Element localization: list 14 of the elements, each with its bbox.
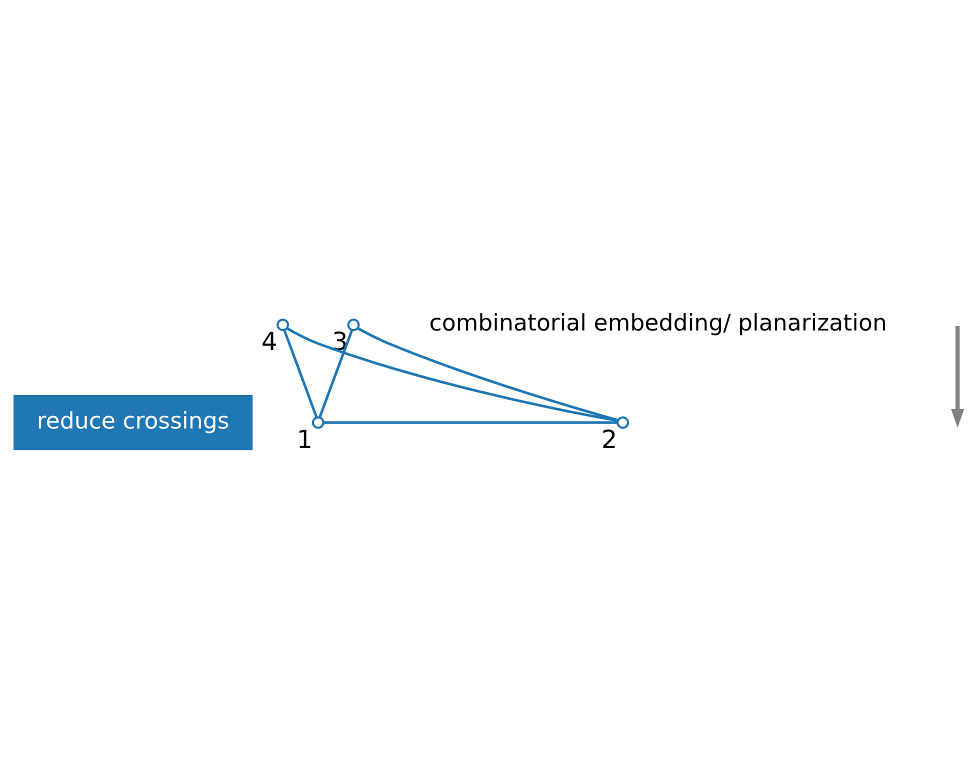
node-circle: [312, 416, 324, 429]
connector: [356, 327, 618, 422]
connector: [324, 421, 618, 424]
node-label: 4: [261, 327, 278, 356]
node-label: 1: [296, 424, 313, 454]
node-circle: [616, 416, 630, 429]
node-box: reduce crossings: [14, 395, 253, 450]
connector: [286, 327, 618, 422]
connector: [283, 329, 318, 418]
node-circle: [276, 318, 290, 332]
node-circle: [347, 318, 360, 332]
label: combinatorial embedding/ planarization: [429, 310, 887, 337]
connector: [318, 329, 354, 418]
node-label: 2: [601, 424, 618, 454]
